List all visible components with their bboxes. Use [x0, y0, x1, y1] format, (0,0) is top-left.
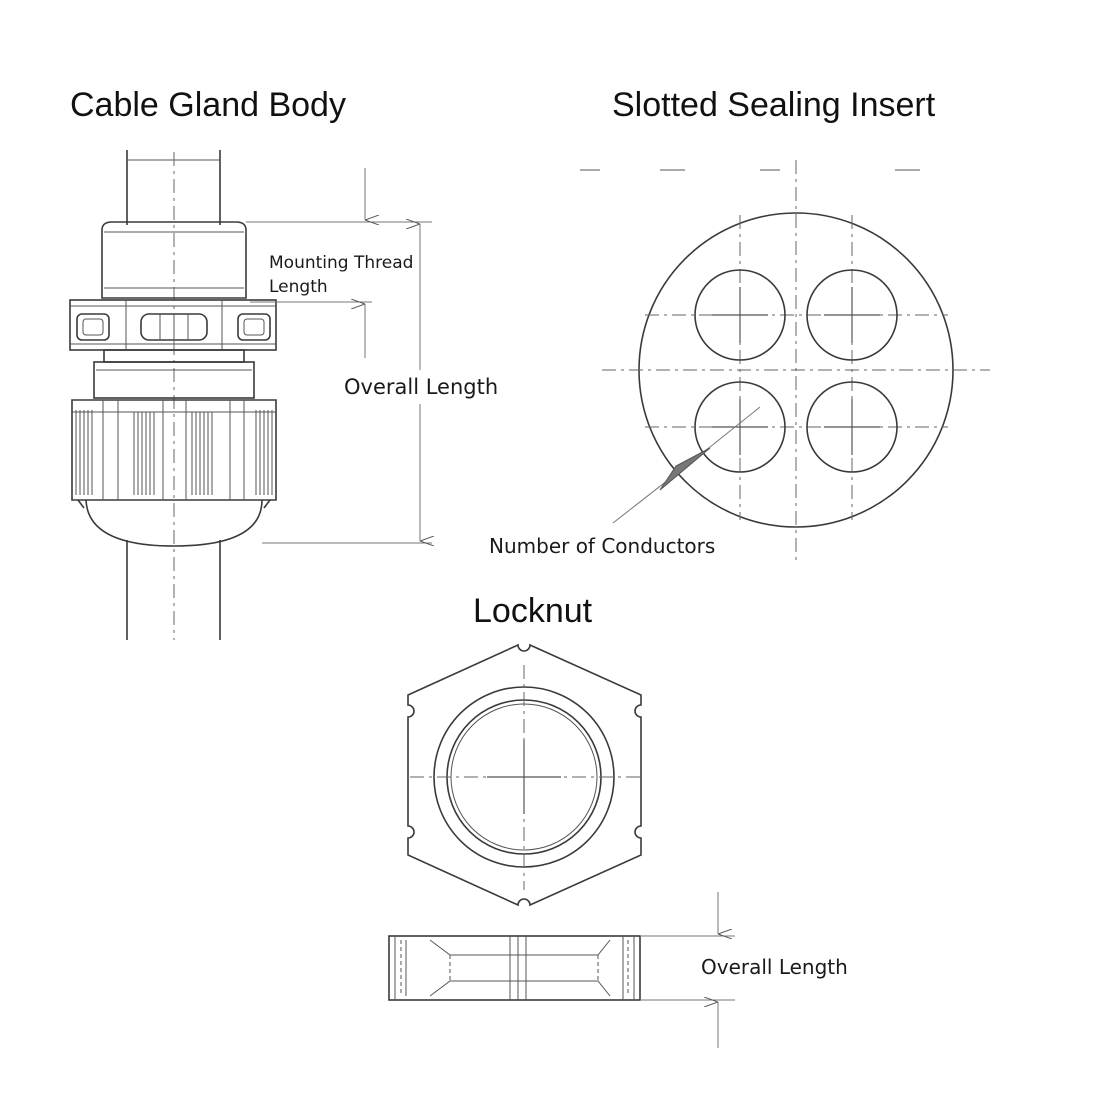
label-mounting-thread-line1: Mounting Thread	[269, 253, 414, 273]
conductor-hole	[806, 381, 898, 473]
label-overall-length-locknut: Overall Length	[701, 955, 848, 979]
label-number-of-conductors: Number of Conductors	[489, 534, 716, 558]
locknut-top-drawing	[407, 643, 642, 907]
locknut-side-drawing	[388, 892, 735, 1048]
label-overall-length-body: Overall Length	[344, 375, 499, 399]
title-slotted-sealing-insert: Slotted Sealing Insert	[612, 86, 936, 124]
sealing-insert-drawing	[580, 160, 990, 565]
label-mounting-thread-line2: Length	[269, 277, 328, 297]
cable-gland-body-drawing	[69, 150, 432, 640]
title-cable-gland-body: Cable Gland Body	[70, 86, 346, 124]
conductor-hole	[694, 269, 786, 361]
label-mounting-thread-length: Mounting Thread Length	[269, 251, 413, 299]
conductor-hole	[694, 381, 786, 473]
title-locknut: Locknut	[473, 592, 593, 630]
conductor-hole	[806, 269, 898, 361]
